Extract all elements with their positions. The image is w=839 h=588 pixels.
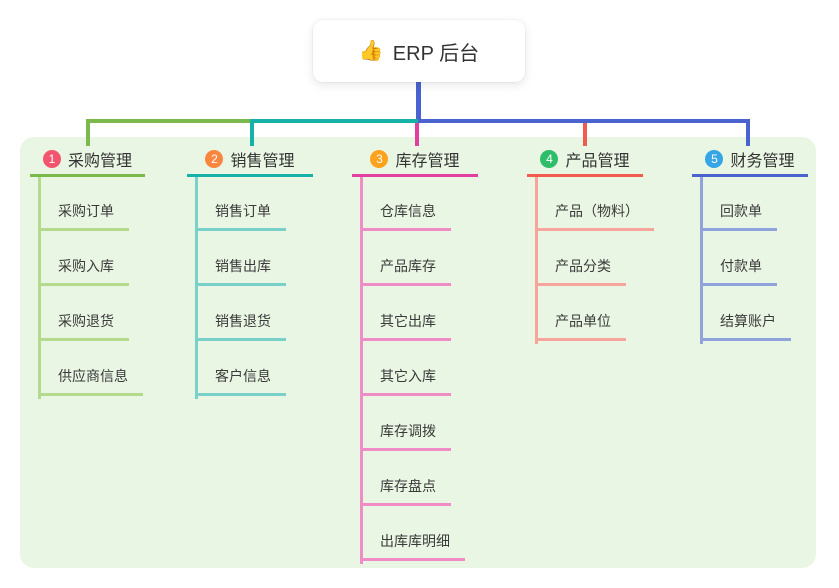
child-node-label: 采购订单 <box>58 203 114 219</box>
child-node-label: 销售订单 <box>215 203 271 219</box>
branch-finance-number-badge: 5 <box>705 149 724 168</box>
node-finance-child-2[interactable]: 付款单 <box>700 249 777 286</box>
node-inventory-child-1[interactable]: 仓库信息 <box>360 194 451 231</box>
connector-drop-finance <box>746 119 750 146</box>
mindmap-panel <box>20 137 816 568</box>
connector-spine-right <box>418 119 750 123</box>
child-node-label: 付款单 <box>720 258 762 274</box>
branch-product-label: 产品管理 <box>565 152 630 170</box>
node-product-child-2[interactable]: 产品分类 <box>535 249 626 286</box>
connector-spine-left <box>86 119 250 123</box>
node-inventory-child-5[interactable]: 库存调拨 <box>360 414 451 451</box>
node-finance-child-1[interactable]: 回款单 <box>700 194 777 231</box>
connector-spine-mid <box>250 119 418 123</box>
branch-inventory-header[interactable]: 3 库存管理 <box>352 146 478 177</box>
child-node-label: 库存盘点 <box>380 478 436 494</box>
node-inventory-child-6[interactable]: 库存盘点 <box>360 469 451 506</box>
connector-product-child-line <box>535 177 538 344</box>
child-node-label: 仓库信息 <box>380 203 436 219</box>
node-inventory-child-4[interactable]: 其它入库 <box>360 359 451 396</box>
connector-root-line <box>416 82 421 123</box>
child-node-label: 回款单 <box>720 203 762 219</box>
node-product-child-3[interactable]: 产品单位 <box>535 304 626 341</box>
child-node-label: 客户信息 <box>215 368 271 384</box>
root-node[interactable]: 👍 ERP 后台 <box>313 20 525 82</box>
thumbs-up-icon: 👍 <box>358 40 384 62</box>
connector-drop-sales <box>250 121 254 146</box>
node-purchase-child-2[interactable]: 采购入库 <box>38 249 129 286</box>
child-node-label: 销售出库 <box>215 258 271 274</box>
child-node-label: 产品（物料） <box>555 203 639 219</box>
branch-sales-number-badge: 2 <box>205 149 224 168</box>
child-node-label: 其它入库 <box>380 368 436 384</box>
node-product-child-1[interactable]: 产品（物料） <box>535 194 654 231</box>
branch-finance-label: 财务管理 <box>730 152 795 170</box>
node-finance-child-3[interactable]: 结算账户 <box>700 304 791 341</box>
child-node-label: 库存调拨 <box>380 423 436 439</box>
connector-sales-child-line <box>195 177 198 399</box>
child-node-label: 销售退货 <box>215 313 271 329</box>
branch-sales-label: 销售管理 <box>230 152 295 170</box>
branch-sales-header[interactable]: 2 销售管理 <box>187 146 313 177</box>
child-node-label: 采购退货 <box>58 313 114 329</box>
connector-drop-purchase <box>86 119 90 146</box>
connector-finance-child-line <box>700 177 703 344</box>
branch-inventory-label: 库存管理 <box>395 152 460 170</box>
branch-purchase-number-badge: 1 <box>42 149 61 168</box>
branch-purchase-header[interactable]: 1 采购管理 <box>30 146 145 177</box>
branch-finance-header[interactable]: 5 财务管理 <box>692 146 808 177</box>
node-inventory-child-3[interactable]: 其它出库 <box>360 304 451 341</box>
node-purchase-child-4[interactable]: 供应商信息 <box>38 359 143 396</box>
child-node-label: 产品单位 <box>555 313 611 329</box>
child-node-label: 产品库存 <box>380 258 436 274</box>
branch-purchase-label: 采购管理 <box>67 152 132 170</box>
child-node-label: 产品分类 <box>555 258 611 274</box>
node-inventory-child-7[interactable]: 出库库明细 <box>360 524 465 561</box>
node-sales-child-4[interactable]: 客户信息 <box>195 359 286 396</box>
child-node-label: 供应商信息 <box>58 368 128 384</box>
node-purchase-child-3[interactable]: 采购退货 <box>38 304 129 341</box>
connector-purchase-child-line <box>38 177 41 399</box>
node-sales-child-3[interactable]: 销售退货 <box>195 304 286 341</box>
child-node-label: 出库库明细 <box>380 533 450 549</box>
child-node-label: 结算账户 <box>720 313 776 329</box>
connector-drop-product <box>583 123 587 146</box>
branch-product-number-badge: 4 <box>540 149 559 168</box>
node-inventory-child-2[interactable]: 产品库存 <box>360 249 451 286</box>
node-sales-child-1[interactable]: 销售订单 <box>195 194 286 231</box>
child-node-label: 采购入库 <box>58 258 114 274</box>
node-purchase-child-1[interactable]: 采购订单 <box>38 194 129 231</box>
branch-product-header[interactable]: 4 产品管理 <box>527 146 643 177</box>
connector-inventory-child-line <box>360 177 363 564</box>
node-sales-child-2[interactable]: 销售出库 <box>195 249 286 286</box>
connector-drop-inventory <box>415 123 419 146</box>
branch-inventory-number-badge: 3 <box>370 149 389 168</box>
child-node-label: 其它出库 <box>380 313 436 329</box>
root-node-label: ERP 后台 <box>392 42 480 65</box>
